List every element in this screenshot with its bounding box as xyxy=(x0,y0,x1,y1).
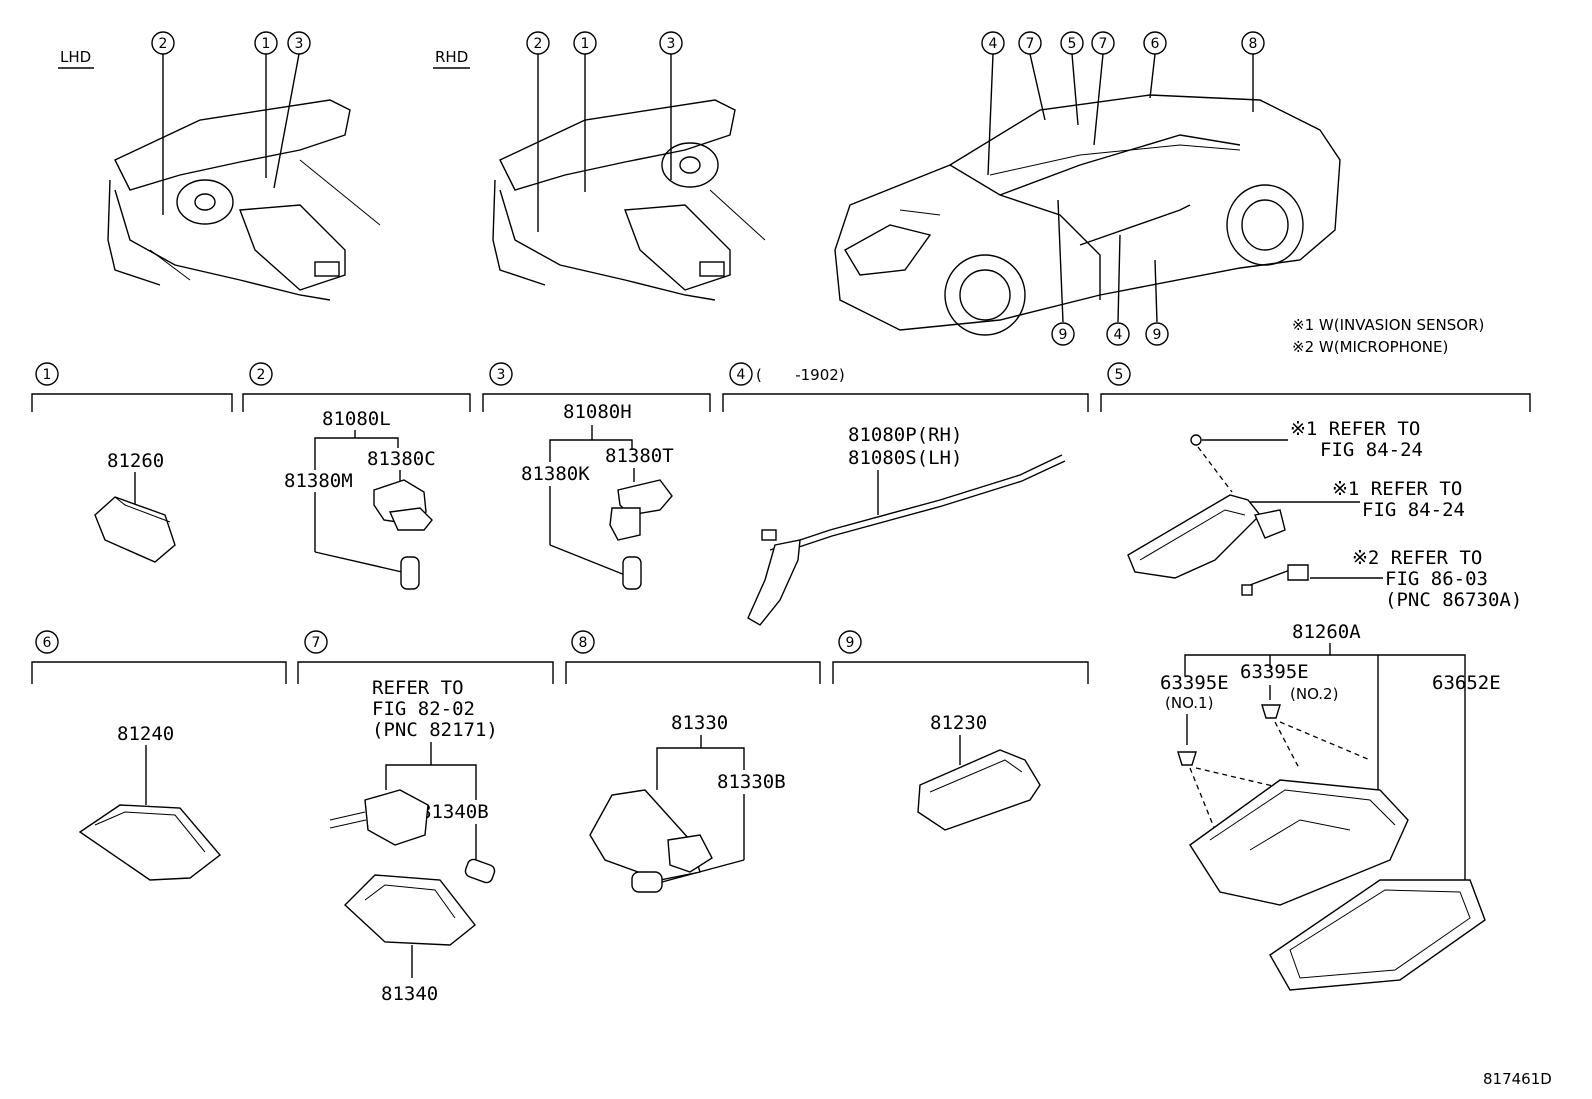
section-4: 4 ( -1902) 81080P(RH) 81080S(LH) xyxy=(729,362,1066,626)
rhd-label: RHD xyxy=(435,48,468,66)
part-63395E-no2: 63395E xyxy=(1240,661,1309,683)
callout-car-6: 6 xyxy=(1151,36,1160,52)
part-81080P-RH: 81080P(RH) xyxy=(848,424,962,446)
note-microphone: ※2 W(MICROPHONE) xyxy=(1292,338,1448,356)
ref-invasion-2-line1: ※1 REFER TO xyxy=(1332,478,1462,500)
callout-rhd-1: 1 xyxy=(581,36,590,52)
diagram-code: 817461D xyxy=(1483,1070,1552,1088)
ref-invasion-1-line1: ※1 REFER TO xyxy=(1290,418,1420,440)
section-5: 5 ※1 REFER TO FIG 84-24 ※1 REFER TO FIG … xyxy=(1107,362,1522,611)
callout-car-4b: 4 xyxy=(1114,327,1123,343)
part-81080L: 81080L xyxy=(322,408,391,430)
section-8-number: 8 xyxy=(579,635,588,651)
lhd-dashboard-illustration: LHD 2 1 3 xyxy=(58,31,381,301)
callout-car-4: 4 xyxy=(989,36,998,52)
section-5-number: 5 xyxy=(1115,367,1124,383)
note-no1: (NO.1) xyxy=(1165,694,1213,712)
part-81230: 81230 xyxy=(930,712,987,734)
part-81080S-LH: 81080S(LH) xyxy=(848,447,962,469)
rhd-dashboard-illustration: RHD 2 1 3 xyxy=(433,31,766,301)
callout-lhd-1: 1 xyxy=(262,36,271,52)
ref-81340-line3: (PNC 82171) xyxy=(372,719,498,741)
section-2: 2 81080L 81380M 81380C xyxy=(249,362,436,590)
part-81240: 81240 xyxy=(117,723,174,745)
callout-car-8: 8 xyxy=(1249,36,1258,52)
part-81080H: 81080H xyxy=(563,401,632,423)
section-overhead-console: 81260A 63395E (NO.1) 63395E (NO.2) 63652… xyxy=(1160,621,1501,991)
ref-81340-line2: FIG 82-02 xyxy=(372,698,475,720)
section-4-number: 4 xyxy=(737,367,746,383)
part-81380T: 81380T xyxy=(605,445,674,467)
ref-microphone-line3: (PNC 86730A) xyxy=(1385,589,1522,611)
note-no2: (NO.2) xyxy=(1290,685,1338,703)
callout-lhd-2: 2 xyxy=(159,36,168,52)
section-1: 1 81260 xyxy=(35,362,176,563)
section-6-number: 6 xyxy=(43,635,52,651)
part-81340: 81340 xyxy=(381,983,438,1005)
ref-invasion-1-line2: FIG 84-24 xyxy=(1320,439,1423,461)
ref-microphone-line2: FIG 86-03 xyxy=(1385,568,1488,590)
callout-car-9b: 9 xyxy=(1153,327,1162,343)
section-4-date-range: ( -1902) xyxy=(756,366,845,384)
callout-car-7a: 7 xyxy=(1026,36,1035,52)
part-81330B: 81330B xyxy=(717,771,786,793)
callout-lhd-3: 3 xyxy=(295,36,304,52)
section-9: 9 81230 xyxy=(838,630,1041,831)
car-illustration: 4 7 5 7 6 8 9 4 9 xyxy=(834,31,1341,346)
callout-rhd-3: 3 xyxy=(667,36,676,52)
section-6: 6 81240 xyxy=(35,630,222,881)
callout-car-5: 5 xyxy=(1068,36,1077,52)
part-63395E-no1: 63395E xyxy=(1160,672,1229,694)
callout-car-7b: 7 xyxy=(1099,36,1108,52)
part-81330: 81330 xyxy=(671,712,728,734)
part-81380M: 81380M xyxy=(284,470,353,492)
section-2-number: 2 xyxy=(257,367,266,383)
lhd-label: LHD xyxy=(60,48,91,66)
part-81340B: 81340B xyxy=(420,801,489,823)
section-brackets-row1 xyxy=(31,393,1531,412)
section-brackets-row2 xyxy=(31,661,1089,684)
ref-invasion-2-line2: FIG 84-24 xyxy=(1362,499,1465,521)
ref-81340-line1: REFER TO xyxy=(372,677,464,699)
part-63652E: 63652E xyxy=(1432,672,1501,694)
part-81380C: 81380C xyxy=(367,448,436,470)
callout-car-9a: 9 xyxy=(1059,327,1068,343)
note-invasion-sensor: ※1 W(INVASION SENSOR) xyxy=(1292,316,1484,334)
section-3-number: 3 xyxy=(497,367,506,383)
ref-microphone-line1: ※2 REFER TO xyxy=(1352,547,1482,569)
part-81260: 81260 xyxy=(107,450,164,472)
part-81380K: 81380K xyxy=(521,463,590,485)
callout-rhd-2: 2 xyxy=(534,36,543,52)
section-7: 7 REFER TO FIG 82-02 (PNC 82171) 81340B … xyxy=(304,630,498,1005)
section-9-number: 9 xyxy=(846,635,855,651)
section-3: 3 81080H 81380K 81380T xyxy=(489,362,674,590)
section-1-number: 1 xyxy=(43,367,52,383)
part-81260A: 81260A xyxy=(1292,621,1361,643)
section-7-number: 7 xyxy=(312,635,321,651)
section-8: 8 81330 81330B xyxy=(571,630,786,893)
